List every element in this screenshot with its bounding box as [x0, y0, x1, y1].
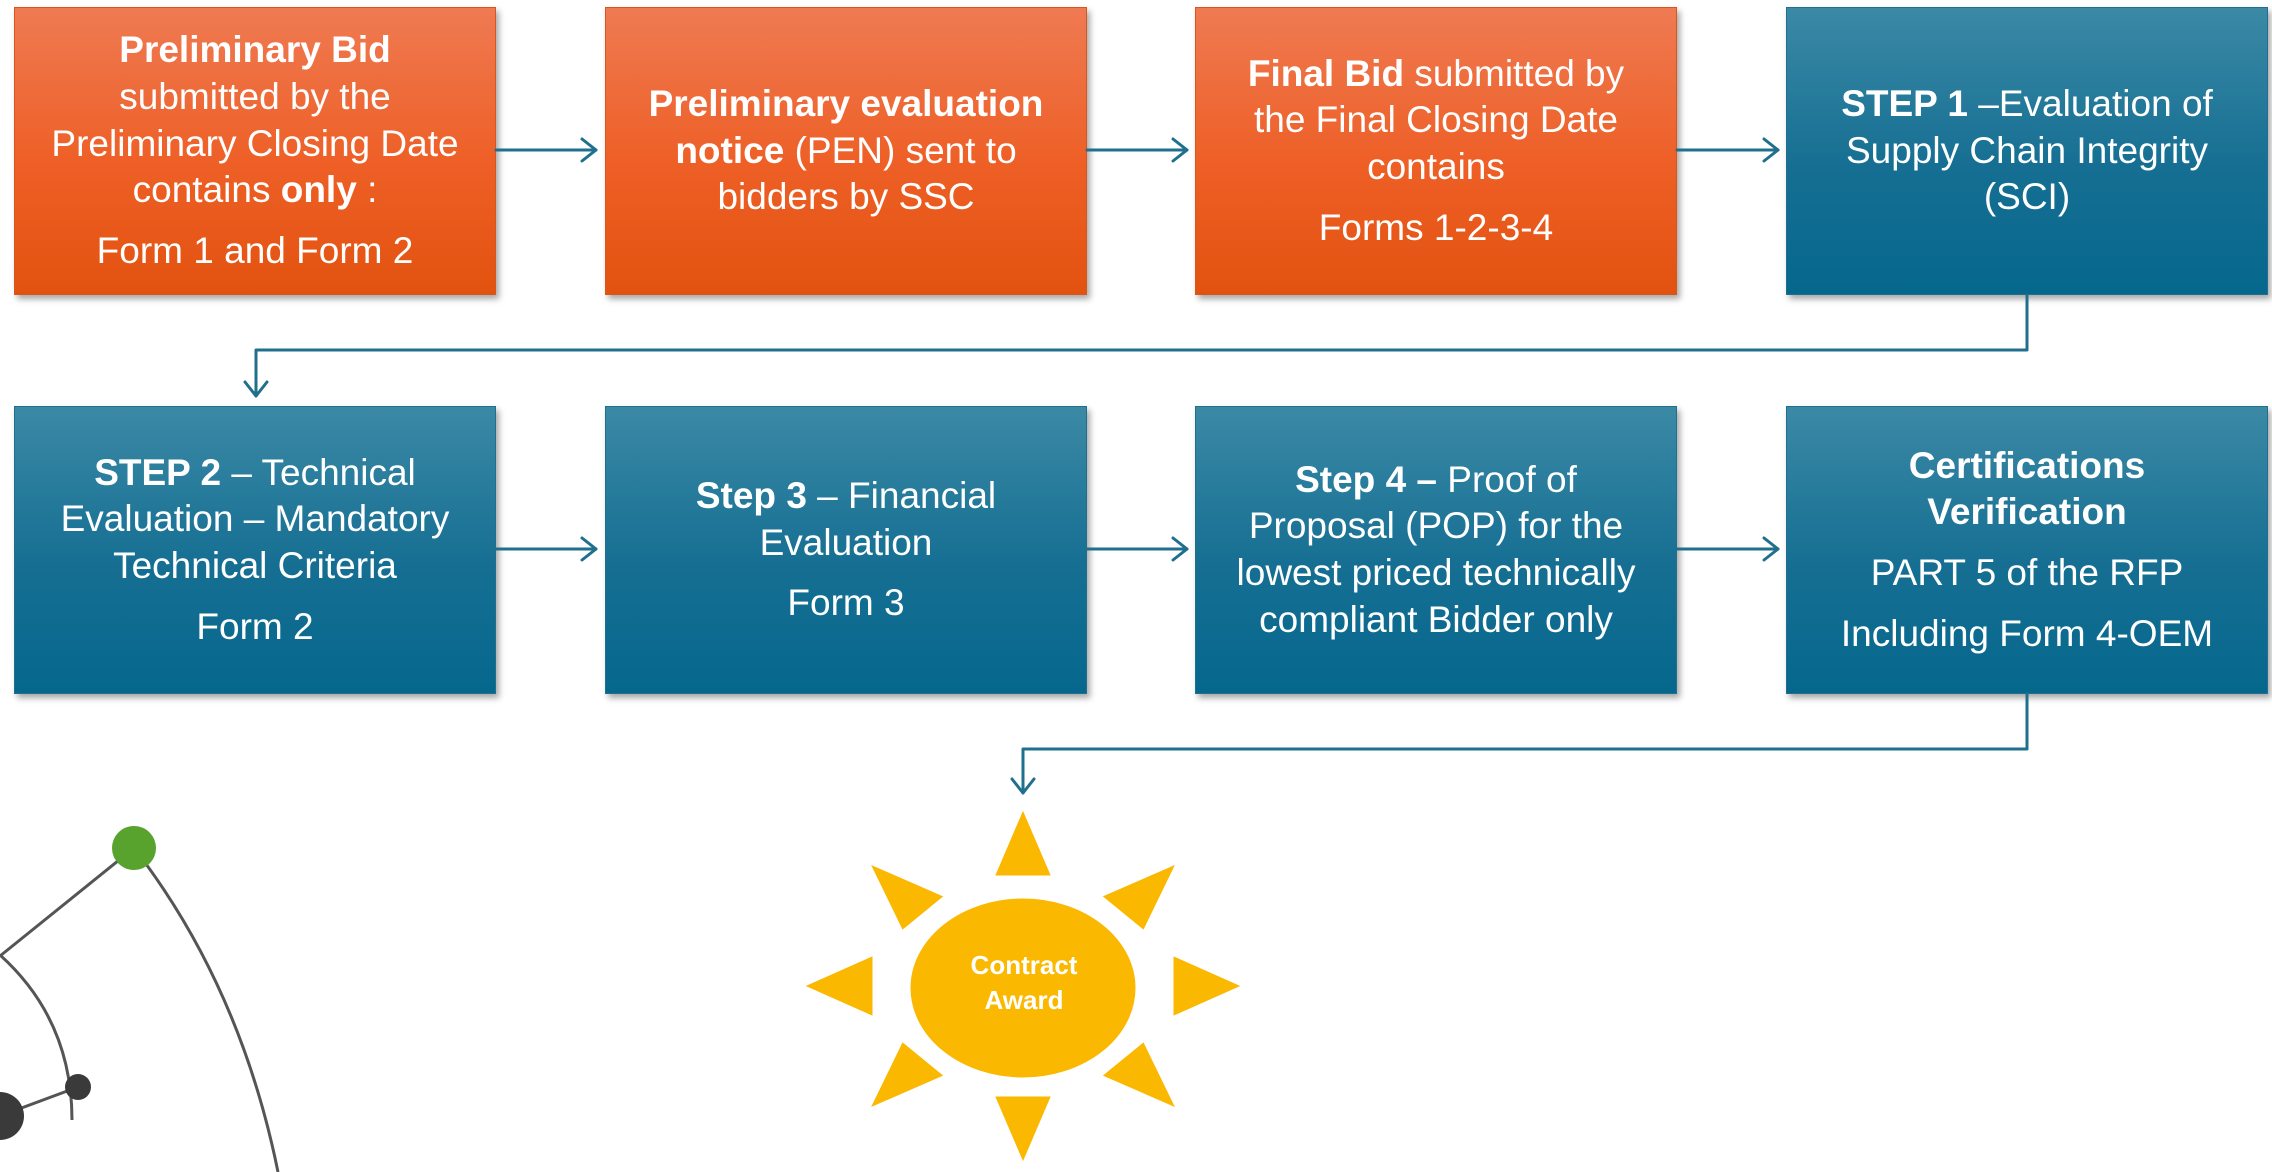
preliminary-bid-line4-pre: contains — [132, 169, 281, 211]
arrow-right-icon — [1675, 536, 1780, 562]
step1-line1-post: –Evaluation of — [1968, 83, 2213, 125]
step4-line3: lowest priced technically — [1236, 552, 1636, 593]
contract-award-line1: Contract — [970, 950, 1078, 980]
step2-line2: Evaluation – Mandatory — [60, 498, 450, 540]
sun-ray — [1170, 952, 1246, 1020]
arrow-right-icon — [1085, 536, 1189, 562]
contract-award-line2: Award — [984, 985, 1064, 1016]
step2-text: STEP 2 – Technical Evaluation – Mandator… — [61, 450, 450, 590]
arrow-right-icon — [1675, 137, 1780, 163]
final-bid-line3: contains — [1367, 146, 1505, 187]
step1-sci-box: STEP 1 –Evaluation of Supply Chain Integ… — [1786, 7, 2268, 295]
final-bid-text: Final Bid submitted by the Final Closing… — [1248, 51, 1624, 191]
small-dark-node — [65, 1074, 91, 1100]
step3-title: Step 3 — [695, 475, 807, 517]
sun-disc — [907, 895, 1139, 1081]
arrow-right-icon — [494, 536, 598, 562]
step2-line1-post: – Technical — [221, 451, 416, 493]
arrow-right-icon — [1085, 137, 1189, 163]
preliminary-evaluation-notice-box: Preliminary evaluation notice (PEN) sent… — [605, 7, 1087, 295]
preliminary-bid-only: only — [280, 169, 357, 211]
sun-ray — [866, 860, 948, 934]
certifications-verification-box: Certifications Verification PART 5 of th… — [1786, 406, 2268, 694]
step1-text: STEP 1 –Evaluation of Supply Chain Integ… — [1841, 81, 2213, 221]
sun-ray — [991, 1093, 1055, 1167]
large-dark-node — [0, 1092, 24, 1140]
green-node — [112, 826, 156, 870]
sun-ray — [800, 952, 876, 1020]
step2-technical-box: STEP 2 – Technical Evaluation – Mandator… — [14, 406, 496, 694]
final-bid-title: Final Bid — [1247, 52, 1405, 94]
step3-text: Step 3 – Financial Evaluation — [696, 473, 996, 566]
certifications-title-line2: Verification — [1927, 491, 2127, 533]
sun-ray — [1098, 1038, 1180, 1112]
preliminary-bid-title: Preliminary Bid — [119, 29, 391, 71]
certifications-form4: Including Form 4-OEM — [1840, 612, 2214, 654]
step4-line4: compliant Bidder only — [1259, 598, 1613, 640]
pen-line2-post: (PEN) sent to — [784, 129, 1017, 171]
step1-title: STEP 1 — [1841, 83, 1969, 125]
arrow-down-icon — [243, 293, 2029, 398]
final-bid-forms: Forms 1-2-3-4 — [1318, 206, 1554, 248]
certifications-part5: PART 5 of the RFP — [1870, 552, 2184, 593]
step3-line2: Evaluation — [759, 521, 933, 563]
certifications-title: Certifications Verification — [1909, 443, 2145, 536]
step4-line2: Proposal (POP) for the — [1248, 505, 1624, 547]
pen-title-line1: Preliminary evaluation — [648, 83, 1044, 125]
step3-financial-box: Step 3 – Financial Evaluation Form 3 — [605, 406, 1087, 694]
final-bid-line1-post: submitted by — [1404, 52, 1625, 94]
network-arc-outer — [132, 847, 280, 1172]
step2-line3: Technical Criteria — [113, 545, 397, 586]
step2-title: STEP 2 — [94, 451, 222, 493]
final-bid-line2: the Final Closing Date — [1253, 99, 1618, 141]
final-bid-box: Final Bid submitted by the Final Closing… — [1195, 7, 1677, 295]
preliminary-bid-text: Preliminary Bid submitted by the Prelimi… — [51, 27, 458, 213]
step3-line1-post: – Financial — [806, 475, 997, 517]
pen-text: Preliminary evaluation notice (PEN) sent… — [649, 81, 1044, 221]
step1-line3: (SCI) — [1983, 176, 2071, 218]
arrow-right-icon — [494, 137, 598, 163]
step3-forms: Form 3 — [787, 582, 905, 624]
step2-forms: Form 2 — [196, 605, 314, 647]
pen-title-line2: notice — [675, 129, 785, 171]
step4-pop-box: Step 4 – Proof of Proposal (POP) for the… — [1195, 406, 1677, 694]
pen-line3: bidders by SSC — [717, 176, 975, 218]
preliminary-bid-box: Preliminary Bid submitted by the Prelimi… — [14, 7, 496, 295]
preliminary-bid-line2: submitted by the — [119, 76, 391, 118]
contract-award-label: Contract Award — [912, 948, 1136, 1019]
sun-ray — [866, 1038, 948, 1112]
preliminary-bid-line4-post: : — [356, 169, 378, 211]
arrow-down-icon — [1010, 692, 2029, 795]
preliminary-bid-forms: Form 1 and Form 2 — [96, 229, 414, 271]
step4-title: Step 4 – — [1295, 458, 1438, 500]
step1-line2: Supply Chain Integrity — [1846, 129, 2208, 171]
step4-line1-post: Proof of — [1437, 458, 1577, 500]
certifications-title-line1: Certifications — [1908, 444, 2146, 486]
sun-ray — [1098, 860, 1180, 934]
network-link — [0, 846, 135, 958]
preliminary-bid-line3: Preliminary Closing Date — [51, 122, 459, 164]
step4-text: Step 4 – Proof of Proposal (POP) for the… — [1237, 457, 1636, 643]
sun-ray — [991, 805, 1055, 879]
